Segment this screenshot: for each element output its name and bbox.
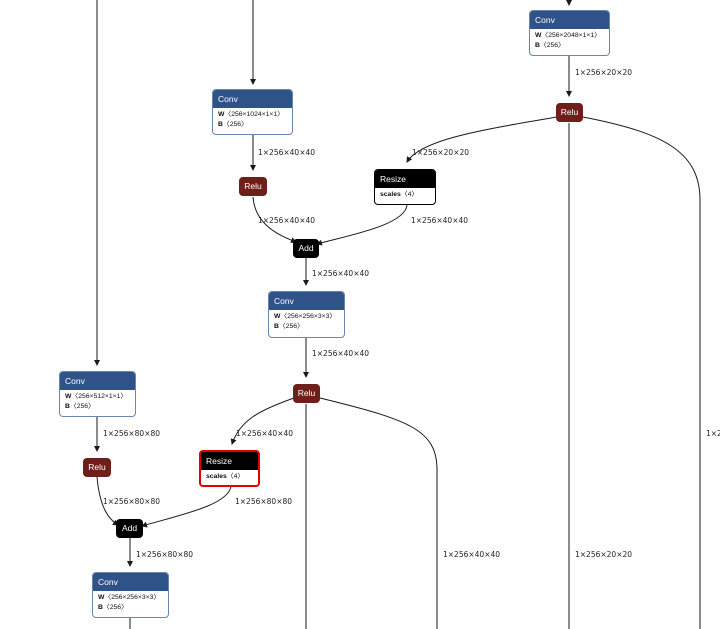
conv-node-512[interactable]: Conv W〈256×512×1×1〉 B〈256〉	[59, 371, 136, 417]
conv-node-bottom[interactable]: Conv W〈256×256×3×3〉 B〈256〉	[92, 572, 169, 618]
relu-node-1024[interactable]: Relu	[239, 177, 267, 196]
conv-node-mid[interactable]: Conv W〈256×256×3×3〉 B〈256〉	[268, 291, 345, 338]
edge-relu512-add	[96, 476, 119, 526]
node-title: Conv	[60, 372, 135, 390]
edge-label: 1×256×40×40	[411, 216, 468, 225]
edge-relu-tr-far-right	[582, 116, 701, 629]
node-title: Conv	[93, 573, 168, 591]
edge-relu-mid-resize	[230, 397, 295, 445]
scales-attr: scales〈4〉	[206, 473, 245, 480]
edge-label: 1×256×40×40	[236, 429, 293, 438]
edge-label: 1×256×80×80	[235, 497, 292, 506]
resize-node-bottom-selected[interactable]: Resize scales〈4〉	[199, 450, 260, 487]
edge-relu1024-add	[252, 196, 297, 244]
weight-attr: W〈256×1024×1×1〉	[218, 111, 284, 118]
edge-label: 1×256×40×40	[312, 269, 369, 278]
edge-relu-tr-resize	[406, 116, 558, 163]
weight-attr: W〈256×256×3×3〉	[274, 313, 337, 320]
scales-attr: scales〈4〉	[380, 191, 419, 198]
node-title: Conv	[530, 11, 609, 29]
edge-label: 1×256×80×80	[103, 497, 160, 506]
edge-resize-bottom-add	[141, 485, 232, 528]
bias-attr: B〈256〉	[274, 323, 304, 330]
add-node-bottom[interactable]: Add	[116, 519, 143, 538]
node-title: Resize	[201, 452, 258, 470]
bias-attr: B〈256〉	[535, 42, 565, 49]
edge-label: 1×256×20×20	[575, 550, 632, 559]
bias-attr: B〈256〉	[218, 121, 248, 128]
relu-node-mid[interactable]: Relu	[293, 384, 320, 403]
bias-attr: B〈256〉	[65, 403, 95, 410]
weight-attr: W〈256×512×1×1〉	[65, 393, 128, 400]
node-title: Conv	[213, 90, 292, 108]
conv-node-2048[interactable]: Conv W〈256×2048×1×1〉 B〈256〉	[529, 10, 610, 56]
edge-label: 1×256×20×20	[412, 148, 469, 157]
edge-label: 1×256×40×40	[258, 148, 315, 157]
relu-node-512[interactable]: Relu	[83, 458, 111, 477]
edge-label: 1×256×20×20	[575, 68, 632, 77]
edge-relu-mid-right	[319, 397, 438, 629]
edge-label: 1×256×40×40	[258, 216, 315, 225]
bias-attr: B〈256〉	[98, 604, 128, 611]
edge-resize-add	[316, 204, 408, 246]
relu-node-top-right[interactable]: Relu	[556, 103, 583, 122]
weight-attr: W〈256×2048×1×1〉	[535, 32, 601, 39]
conv-node-1024[interactable]: Conv W〈256×1024×1×1〉 B〈256〉	[212, 89, 293, 135]
edge-label: 1×256×80×80	[136, 550, 193, 559]
edge-label: 1×256×80×80	[103, 429, 160, 438]
edge-label: 1×2	[706, 429, 720, 438]
node-title: Conv	[269, 292, 344, 310]
resize-node-top[interactable]: Resize scales〈4〉	[374, 169, 436, 205]
edge-label: 1×256×40×40	[312, 349, 369, 358]
node-title: Resize	[375, 170, 435, 188]
edge-label: 1×256×40×40	[443, 550, 500, 559]
weight-attr: W〈256×256×3×3〉	[98, 594, 161, 601]
add-node-top[interactable]: Add	[293, 239, 319, 258]
